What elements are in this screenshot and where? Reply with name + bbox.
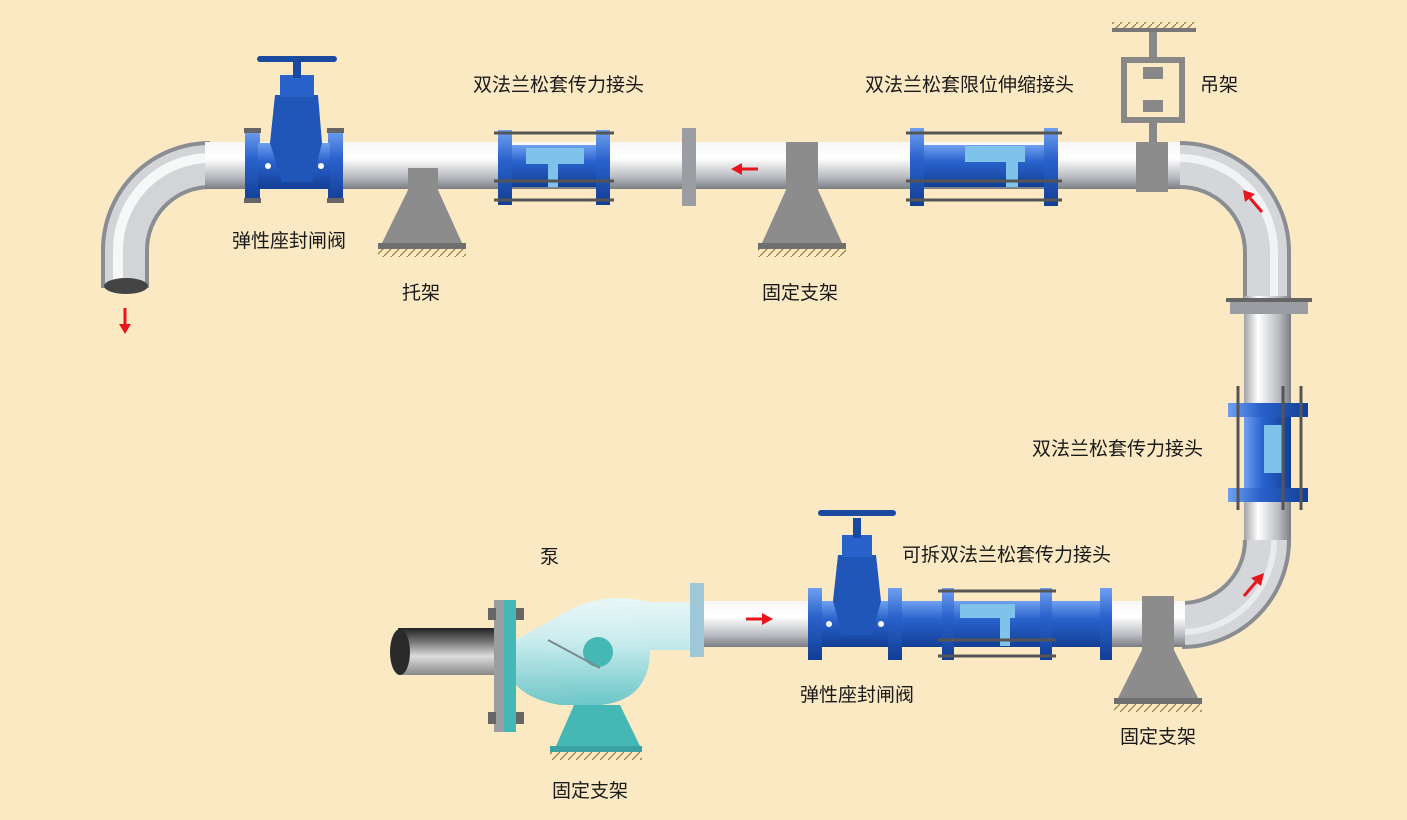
label-gate-valve-top: 弹性座封闸阀	[232, 230, 347, 252]
fixed-support-top	[758, 142, 846, 257]
transmission-joint-top	[494, 128, 696, 206]
pump	[390, 583, 704, 760]
red-arrow-icon	[746, 613, 773, 625]
limit-expansion-joint	[906, 128, 1062, 206]
label-support-top: 托架	[402, 282, 441, 304]
label-fixed-support-bottom: 固定支架	[1120, 726, 1197, 748]
gate-valve-bottom	[808, 510, 902, 660]
red-arrow-icon	[731, 163, 758, 175]
fixed-support-bottom	[1114, 596, 1202, 712]
label-hanger: 吊架	[1200, 74, 1239, 96]
label-fixed-support-pump: 固定支架	[552, 780, 629, 802]
label-limit-joint-top: 双法兰松套限位伸缩接头	[865, 74, 1075, 96]
red-arrow-icon	[1242, 573, 1264, 597]
detachable-joint	[902, 588, 1112, 660]
support-cradle-top	[378, 168, 466, 257]
hanger	[1112, 22, 1196, 192]
label-gate-valve-bottom: 弹性座封闸阀	[800, 684, 915, 706]
label-joint-top: 双法兰松套传力接头	[473, 74, 645, 96]
label-pump: 泵	[540, 546, 560, 568]
label-fixed-support-top: 固定支架	[762, 282, 839, 304]
gate-valve-top	[244, 56, 344, 203]
red-arrow-icon	[119, 308, 131, 334]
transmission-joint-right	[1228, 386, 1308, 510]
label-joint-right: 双法兰松套传力接头	[1032, 438, 1204, 460]
label-detachable-joint: 可拆双法兰松套传力接头	[902, 544, 1112, 566]
flow-arrows	[119, 163, 1264, 625]
red-arrow-icon	[1243, 190, 1264, 213]
right-flange	[1226, 298, 1312, 314]
